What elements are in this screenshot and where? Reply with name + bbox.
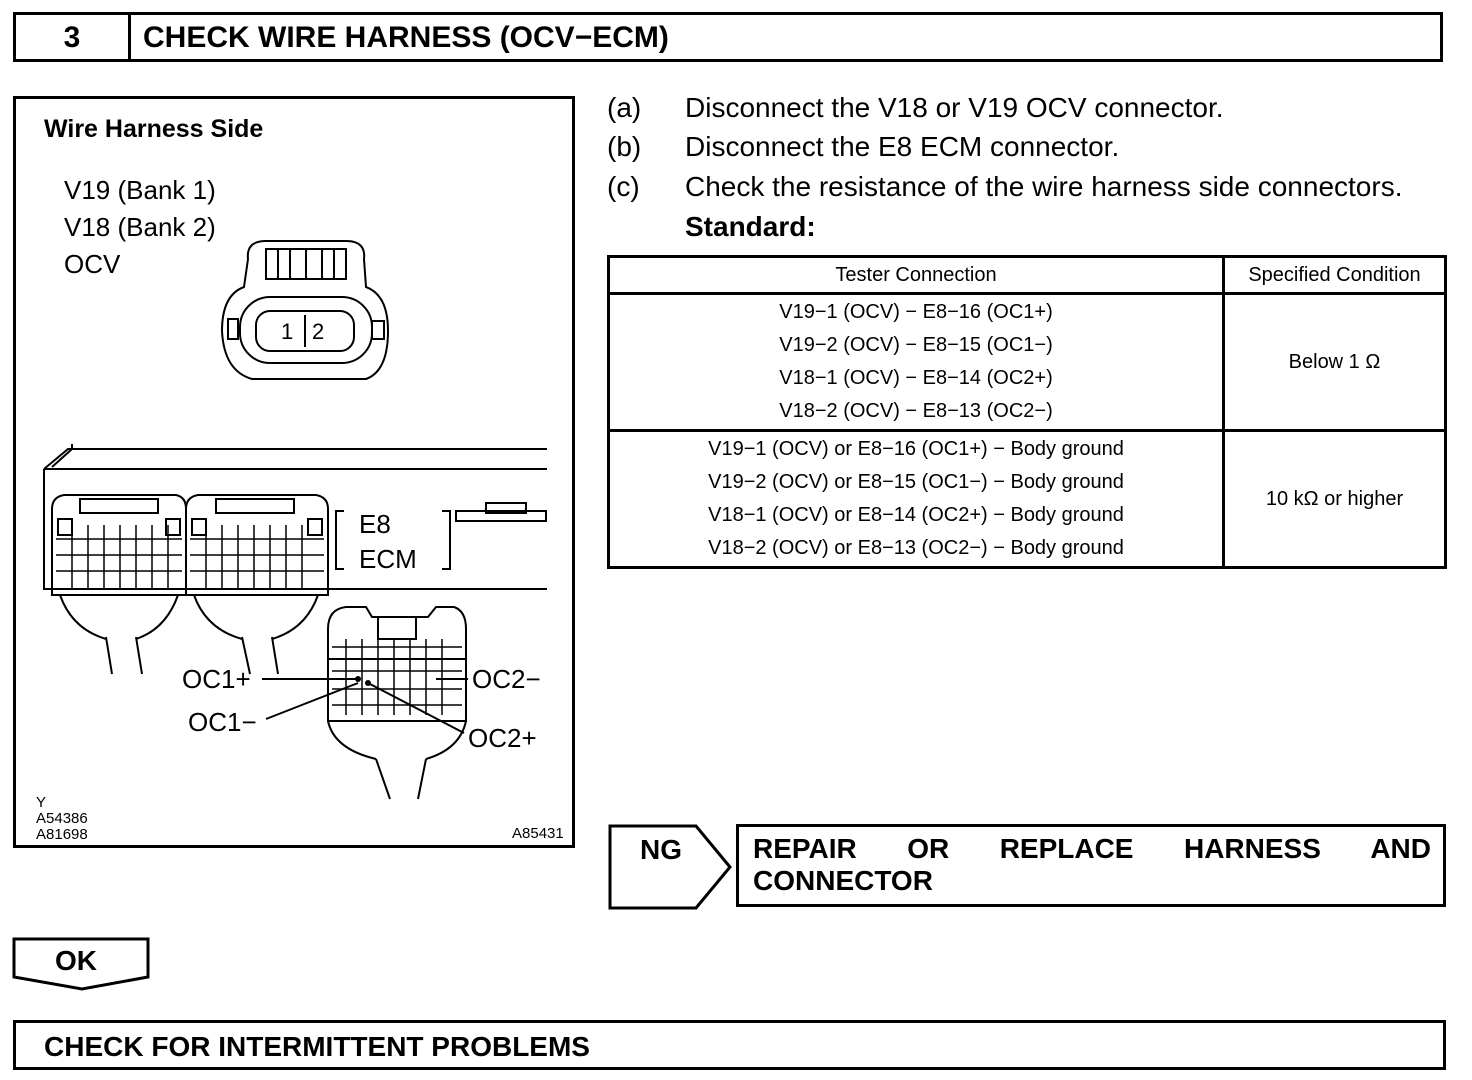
ref-code-3: A81698 — [36, 826, 88, 843]
table-row: V19−1 (OCV) − E8−16 (OC1+) V19−2 (OCV) −… — [607, 292, 1447, 432]
connection-line: V18−2 (OCV) or E8−13 (OC2−) − Body groun… — [708, 537, 1124, 559]
figure-ref-codes: Y A54386 A81698 — [36, 795, 88, 843]
figure-title: Wire Harness Side — [44, 115, 264, 143]
ocv-label: OCV — [64, 249, 121, 279]
header-tester-connection: Tester Connection — [607, 255, 1225, 295]
table-header-row: Tester Connection Specified Condition — [607, 255, 1447, 295]
ng-arrow-shape — [608, 824, 732, 910]
figure-id: A85431 — [512, 825, 564, 842]
table-row: V19−1 (OCV) or E8−16 (OC1+) − Body groun… — [607, 429, 1447, 569]
instruction-letter: (c) — [607, 171, 640, 202]
callout-oc2-minus: OC2− — [472, 664, 541, 694]
connection-line: V19−2 (OCV) or E8−15 (OC1−) − Body groun… — [708, 471, 1124, 493]
ok-arrow-shape — [12, 937, 150, 991]
ocv-label-bank1: V19 (Bank 1) — [64, 175, 216, 205]
connection-line: V19−1 (OCV) or E8−16 (OC1+) − Body groun… — [708, 438, 1124, 460]
ocv-label-bank2: V18 (Bank 2) — [64, 212, 216, 242]
condition-cell: 10 kΩ or higher — [1222, 429, 1447, 569]
next-step-box: CHECK FOR INTERMITTENT PROBLEMS — [13, 1020, 1446, 1070]
ref-code-1: Y — [36, 794, 47, 811]
condition-cell: Below 1 Ω — [1222, 292, 1447, 432]
oc2-plus-leader — [367, 682, 465, 734]
ng-action-box: REPAIR OR REPLACE HARNESS AND CONNECTOR — [736, 824, 1446, 907]
step-title: CHECK WIRE HARNESS (OCV−ECM) — [143, 21, 669, 54]
ocv-pin-2: 2 — [312, 319, 325, 344]
step-header: 3 CHECK WIRE HARNESS (OCV−ECM) — [13, 12, 1443, 62]
specification-table: Tester Connection Specified Condition V1… — [607, 255, 1447, 569]
instruction-text: Check the resistance of the wire harness… — [685, 171, 1403, 202]
ocv-connector-body — [220, 240, 390, 380]
ok-label: OK — [55, 945, 97, 976]
wire-harness-figure: Wire Harness Side V19 (Bank 1) V18 (Bank… — [13, 96, 575, 848]
ecm-label: ECM — [359, 544, 417, 574]
connection-line: V18−2 (OCV) − E8−13 (OC2−) — [779, 400, 1053, 422]
ref-code-2: A54386 — [36, 810, 88, 827]
connection-line: V19−2 (OCV) − E8−15 (OC1−) — [779, 334, 1053, 356]
ocv-pin-cavity — [255, 310, 355, 352]
instruction-text: Disconnect the E8 ECM connector. — [685, 131, 1120, 162]
callout-oc1-plus: OC1+ — [182, 664, 251, 694]
connection-line: V18−1 (OCV) or E8−14 (OC2+) − Body groun… — [708, 504, 1124, 526]
e8-label: E8 — [359, 509, 391, 539]
ecm-connector-2-pins — [190, 525, 324, 589]
connector-illustration — [43, 240, 547, 800]
connection-cell: V19−1 (OCV) − E8−16 (OC1+) V19−2 (OCV) −… — [607, 292, 1225, 432]
connection-line: V18−1 (OCV) − E8−14 (OC2+) — [779, 367, 1053, 389]
connection-line: V19−1 (OCV) − E8−16 (OC1+) — [779, 301, 1053, 323]
e8-connector-body — [327, 606, 467, 722]
instruction-letter: (a) — [607, 92, 642, 123]
instruction-text: Disconnect the V18 or V19 OCV connector. — [685, 92, 1224, 123]
connection-cell: V19−1 (OCV) or E8−16 (OC1+) − Body groun… — [607, 429, 1225, 569]
ng-label: NG — [640, 834, 682, 865]
header-specified-condition: Specified Condition — [1222, 255, 1447, 295]
ocv-pin-1: 1 — [281, 319, 294, 344]
step-number: 3 — [16, 15, 131, 59]
callout-oc1-minus: OC1− — [188, 707, 257, 737]
ecm-case — [43, 448, 547, 590]
callout-oc2-plus: OC2+ — [468, 723, 537, 753]
ecm-connector-1-pins — [56, 525, 182, 589]
instruction-letter: (b) — [607, 131, 642, 162]
standard-label: Standard: — [685, 211, 816, 242]
e8-connector-pins — [332, 639, 462, 715]
